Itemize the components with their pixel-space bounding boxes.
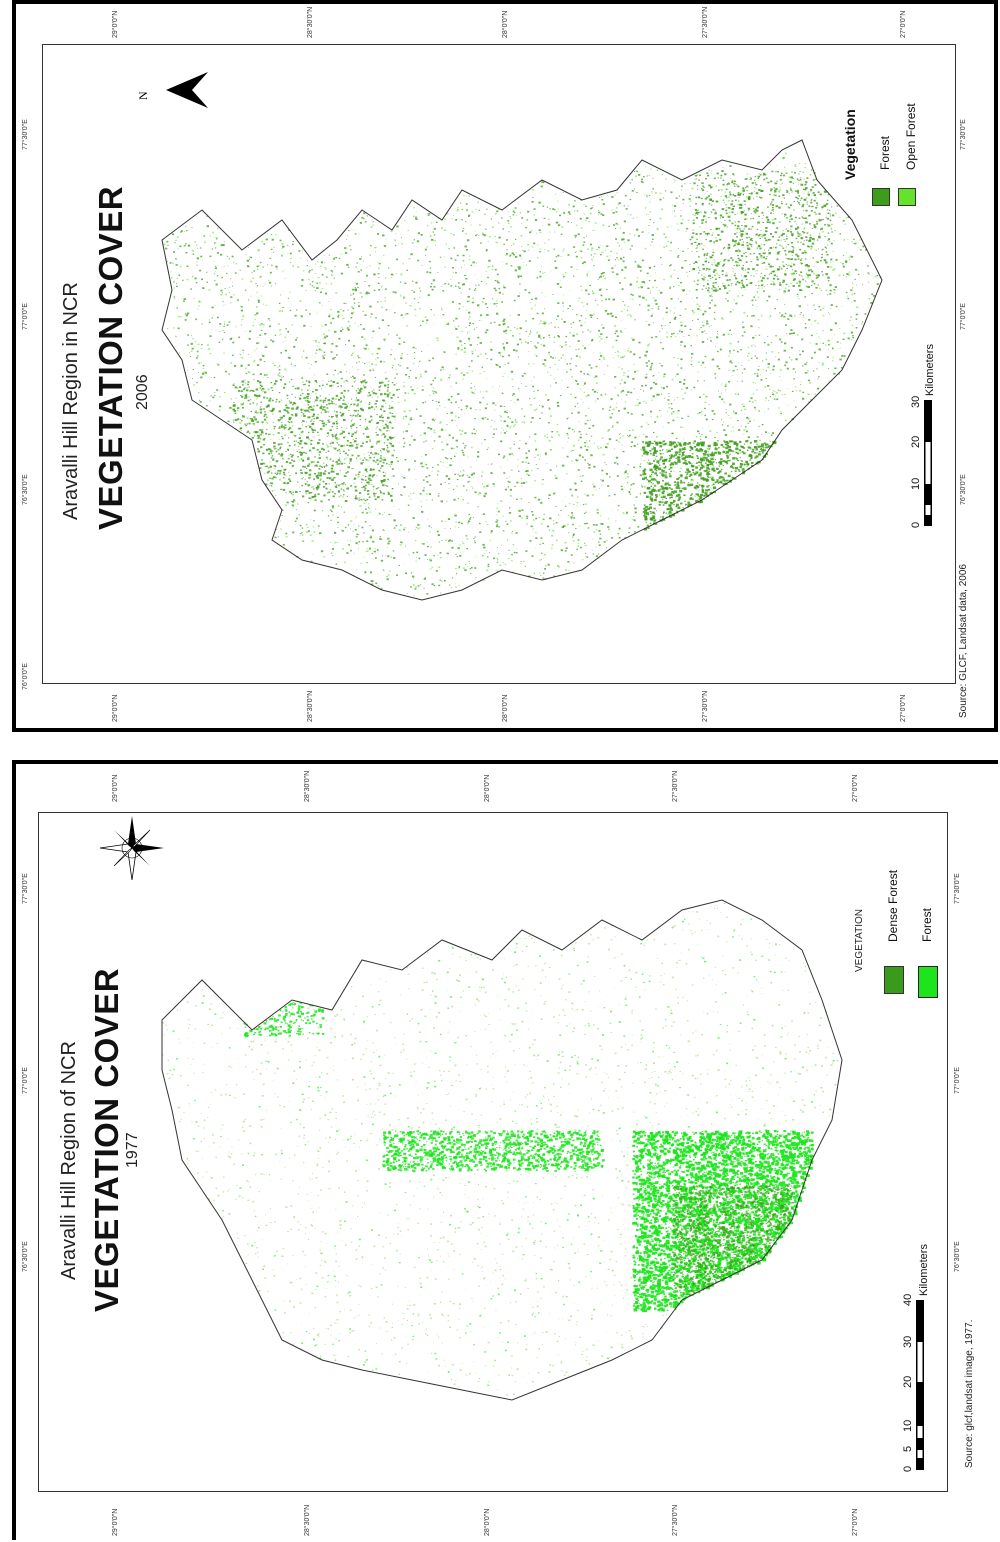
lat-label: 28°30'0"N — [304, 770, 311, 802]
lat-label: 27°30'0"N — [672, 1504, 679, 1536]
north-label: N — [136, 91, 150, 100]
lat-label: 27°0'0"N — [852, 774, 859, 802]
lon-label: 77°0'0"E — [22, 1067, 29, 1094]
map-frame — [38, 812, 948, 1492]
lat-label: 27°0'0"N — [900, 10, 907, 38]
scale-tick: 10 — [902, 1419, 914, 1432]
lat-label: 27°30'0"N — [672, 770, 679, 802]
scale-tick: 0 — [910, 521, 922, 528]
legend-label-forest: Forest — [878, 135, 892, 170]
scale-tick: 5 — [902, 1445, 914, 1452]
vegetation-map-2006 — [161, 139, 883, 601]
legend-title: Vegetation — [842, 109, 858, 180]
scale-tick: 0 — [902, 1465, 914, 1472]
compass-rose-icon — [99, 816, 164, 881]
lat-label: 27°30'0"N — [702, 6, 709, 38]
map-year: 1977 — [124, 1132, 141, 1168]
legend-title: VEGETATION — [854, 909, 865, 972]
legend-label-forest: Forest — [920, 907, 934, 942]
region-outline — [161, 139, 883, 601]
map-title: VEGETATION COVER — [88, 967, 125, 1312]
lat-label: 27°0'0"N — [852, 1508, 859, 1536]
lon-label: 76°30'0"E — [22, 474, 29, 505]
lat-label: 29°0'0"N — [112, 694, 119, 722]
region-title: Aravalli Hill Region in NCR — [60, 282, 82, 520]
lat-label: 29°0'0"N — [112, 10, 119, 38]
map-year: 2006 — [134, 374, 151, 410]
outer-frame — [12, 760, 998, 1540]
scale-tick: 30 — [910, 395, 922, 408]
scale-tick: 20 — [902, 1375, 914, 1388]
lat-label: 28°0'0"N — [502, 694, 509, 722]
lon-label: 77°0'0"E — [960, 303, 967, 330]
region-title: Aravalli Hill Region of NCR — [58, 1041, 80, 1280]
lat-label: 27°30'0"N — [702, 690, 709, 722]
lon-label: 76°30'0"E — [960, 474, 967, 505]
lon-label: 77°0'0"E — [954, 1067, 961, 1094]
legend-swatch-open-forest — [898, 188, 916, 206]
scale-tick: 20 — [910, 435, 922, 448]
legend-swatch-dense-forest — [884, 966, 904, 994]
lat-label: 28°30'0"N — [307, 6, 314, 38]
source-note: Source: glcf,landsat image, 1977. — [964, 1319, 975, 1468]
lat-label: 28°0'0"N — [484, 1508, 491, 1536]
lon-label: 76°30'0"E — [22, 1241, 29, 1272]
scale-tick: 10 — [910, 477, 922, 490]
map-title: VEGETATION COVER — [92, 185, 129, 530]
lat-label: 27°0'0"N — [900, 694, 907, 722]
source-note: Source: GLCF, Landsat data, 2006 — [958, 564, 969, 718]
lat-label: 29°0'0"N — [112, 774, 119, 802]
legend-label-open-forest: Open Forest — [904, 103, 918, 170]
legend-label-dense-forest: Dense Forest — [886, 869, 900, 942]
legend-swatch-forest — [872, 188, 890, 206]
map-panel-2006: 29°0'0"N 28°30'0"N 28°0'0"N 27°30'0"N 27… — [12, 0, 998, 750]
scale-tick: 40 — [902, 1293, 914, 1306]
lat-label: 29°0'0"N — [112, 1508, 119, 1536]
map-frame — [42, 44, 956, 684]
lon-label: 77°30'0"E — [960, 119, 967, 150]
legend-swatch-forest — [918, 966, 938, 998]
lon-label: 77°30'0"E — [22, 873, 29, 904]
outer-frame — [12, 0, 998, 732]
lon-label: 77°30'0"E — [954, 873, 961, 904]
lat-label: 28°0'0"N — [502, 10, 509, 38]
lon-label: 76°0'0"E — [22, 663, 29, 690]
scale-tick: 30 — [902, 1335, 914, 1348]
scale-bar — [924, 400, 932, 526]
lat-label: 28°0'0"N — [484, 774, 491, 802]
scale-unit: Kilometers — [918, 1244, 930, 1296]
scale-bar — [916, 1300, 924, 1470]
lon-label: 76°30'0"E — [954, 1241, 961, 1272]
region-outline — [161, 899, 843, 1401]
north-arrow-icon — [166, 72, 208, 108]
lat-label: 28°30'0"N — [304, 1504, 311, 1536]
lon-label: 77°30'0"E — [22, 119, 29, 150]
lat-label: 28°30'0"N — [307, 690, 314, 722]
map-panel-1977: 29°0'0"N 28°30'0"N 28°0'0"N 27°30'0"N 27… — [12, 760, 998, 1540]
vegetation-map-1977 — [161, 899, 843, 1401]
lon-label: 77°0'0"E — [22, 303, 29, 330]
scale-unit: Kilometers — [924, 344, 936, 396]
